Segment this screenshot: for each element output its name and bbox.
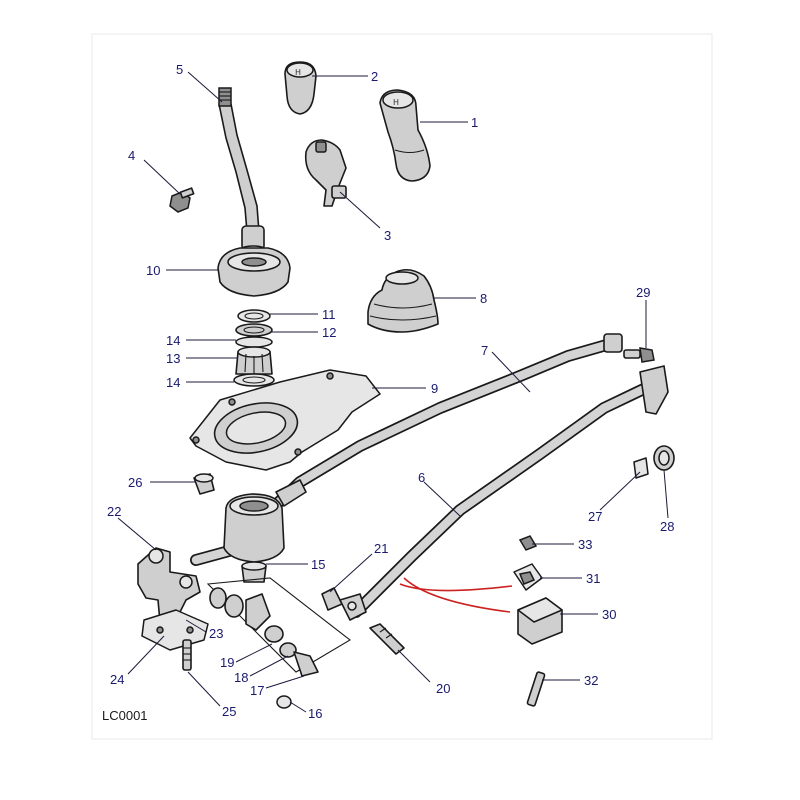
callout-4: 4 <box>128 148 135 163</box>
callout-15: 15 <box>311 557 325 572</box>
callout-30: 30 <box>602 607 616 622</box>
callout-14-lower: 14 <box>166 375 180 390</box>
callout-22: 22 <box>107 504 121 519</box>
callout-20: 20 <box>436 681 450 696</box>
selector-rod-6 <box>350 365 669 618</box>
bolt-25 <box>182 639 192 671</box>
clevis-21 <box>321 587 367 621</box>
gear-knob-large: H <box>379 89 431 182</box>
callout-26: 26 <box>128 475 142 490</box>
callout-18: 18 <box>234 670 248 685</box>
selector-housing <box>223 479 307 563</box>
screw-32 <box>526 671 546 707</box>
support-block-30 <box>517 597 563 645</box>
callout-29: 29 <box>636 285 650 300</box>
callout-7: 7 <box>481 343 488 358</box>
washer-14-upper <box>235 336 273 348</box>
callout-9: 9 <box>431 381 438 396</box>
callout-13: 13 <box>166 351 180 366</box>
bracket-22 <box>137 547 201 623</box>
callout-16: 16 <box>308 706 322 721</box>
callout-27: 27 <box>588 509 602 524</box>
callout-28: 28 <box>660 519 674 534</box>
callout-17: 17 <box>250 683 264 698</box>
callout-23: 23 <box>209 626 223 641</box>
callout-14-upper: 14 <box>166 333 180 348</box>
callout-24: 24 <box>110 672 124 687</box>
callout-19: 19 <box>220 655 234 670</box>
rod-7-end-fitting <box>603 333 623 353</box>
ring-11 <box>237 309 271 323</box>
nut-26 <box>193 473 215 495</box>
callout-32: 32 <box>584 673 598 688</box>
lever-gaiter-10 <box>217 247 291 297</box>
bush-13 <box>235 346 273 375</box>
svg-text:H: H <box>393 98 399 107</box>
nut-33 <box>518 535 538 551</box>
dust-boot-8 <box>367 268 439 333</box>
callout-8: 8 <box>480 291 487 306</box>
clamp-block-31 <box>513 563 543 591</box>
callout-12: 12 <box>322 325 336 340</box>
callout-5: 5 <box>176 62 183 77</box>
callout-10: 10 <box>146 263 160 278</box>
callout-33: 33 <box>578 537 592 552</box>
gear-lever <box>218 87 268 257</box>
callout-3: 3 <box>384 228 391 243</box>
rod-6-end-bracket <box>639 365 669 415</box>
svg-text:H: H <box>295 68 301 77</box>
callout-31: 31 <box>586 571 600 586</box>
gear-knob-small: H <box>284 61 317 115</box>
callout-25: 25 <box>222 704 236 719</box>
callout-11: 11 <box>322 307 336 322</box>
ring-28 <box>653 445 675 471</box>
lever-threaded-tip <box>218 87 232 107</box>
cable-red <box>399 577 513 613</box>
ring-12 <box>235 323 273 337</box>
callout-21: 21 <box>374 541 388 556</box>
screw-29 <box>623 347 655 363</box>
linkage-joint-group <box>206 577 351 677</box>
callout-leaders <box>117 71 669 713</box>
bolt-4 <box>169 187 195 213</box>
bolt-20 <box>369 623 405 655</box>
clip-16 <box>276 695 292 709</box>
washer-14-lower <box>233 373 275 387</box>
callout-6: 6 <box>418 470 425 485</box>
bush-15 <box>241 561 267 583</box>
bracket-plate-24 <box>141 609 209 651</box>
mounting-plate-9 <box>189 369 381 471</box>
callout-labels: 1 2 3 4 5 6 7 8 9 10 11 12 13 14 14 15 1… <box>107 62 674 721</box>
gear-knob-adaptor <box>304 139 347 207</box>
clip-27 <box>633 457 649 479</box>
diagram-frame <box>91 33 713 740</box>
callout-2: 2 <box>371 69 378 84</box>
callout-1: 1 <box>471 115 478 130</box>
diagram-code-label: LC0001 <box>102 708 148 723</box>
